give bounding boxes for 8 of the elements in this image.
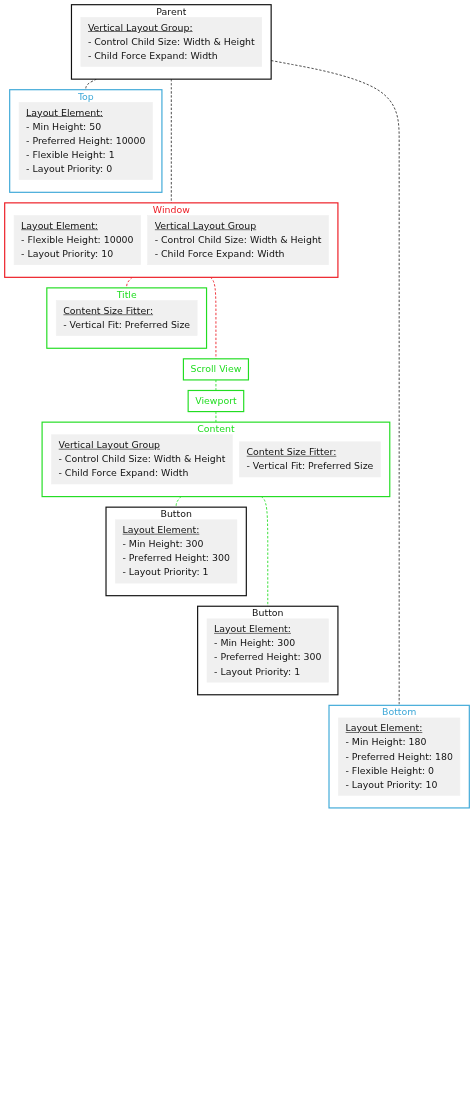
- connector: [260, 496, 269, 607]
- connector: [170, 78, 172, 204]
- connector: [175, 496, 182, 508]
- node-box: Viewport: [187, 389, 245, 413]
- node-box: Scroll View: [182, 358, 250, 381]
- connector: [215, 379, 217, 391]
- connector: [215, 411, 217, 423]
- connector: [126, 276, 133, 289]
